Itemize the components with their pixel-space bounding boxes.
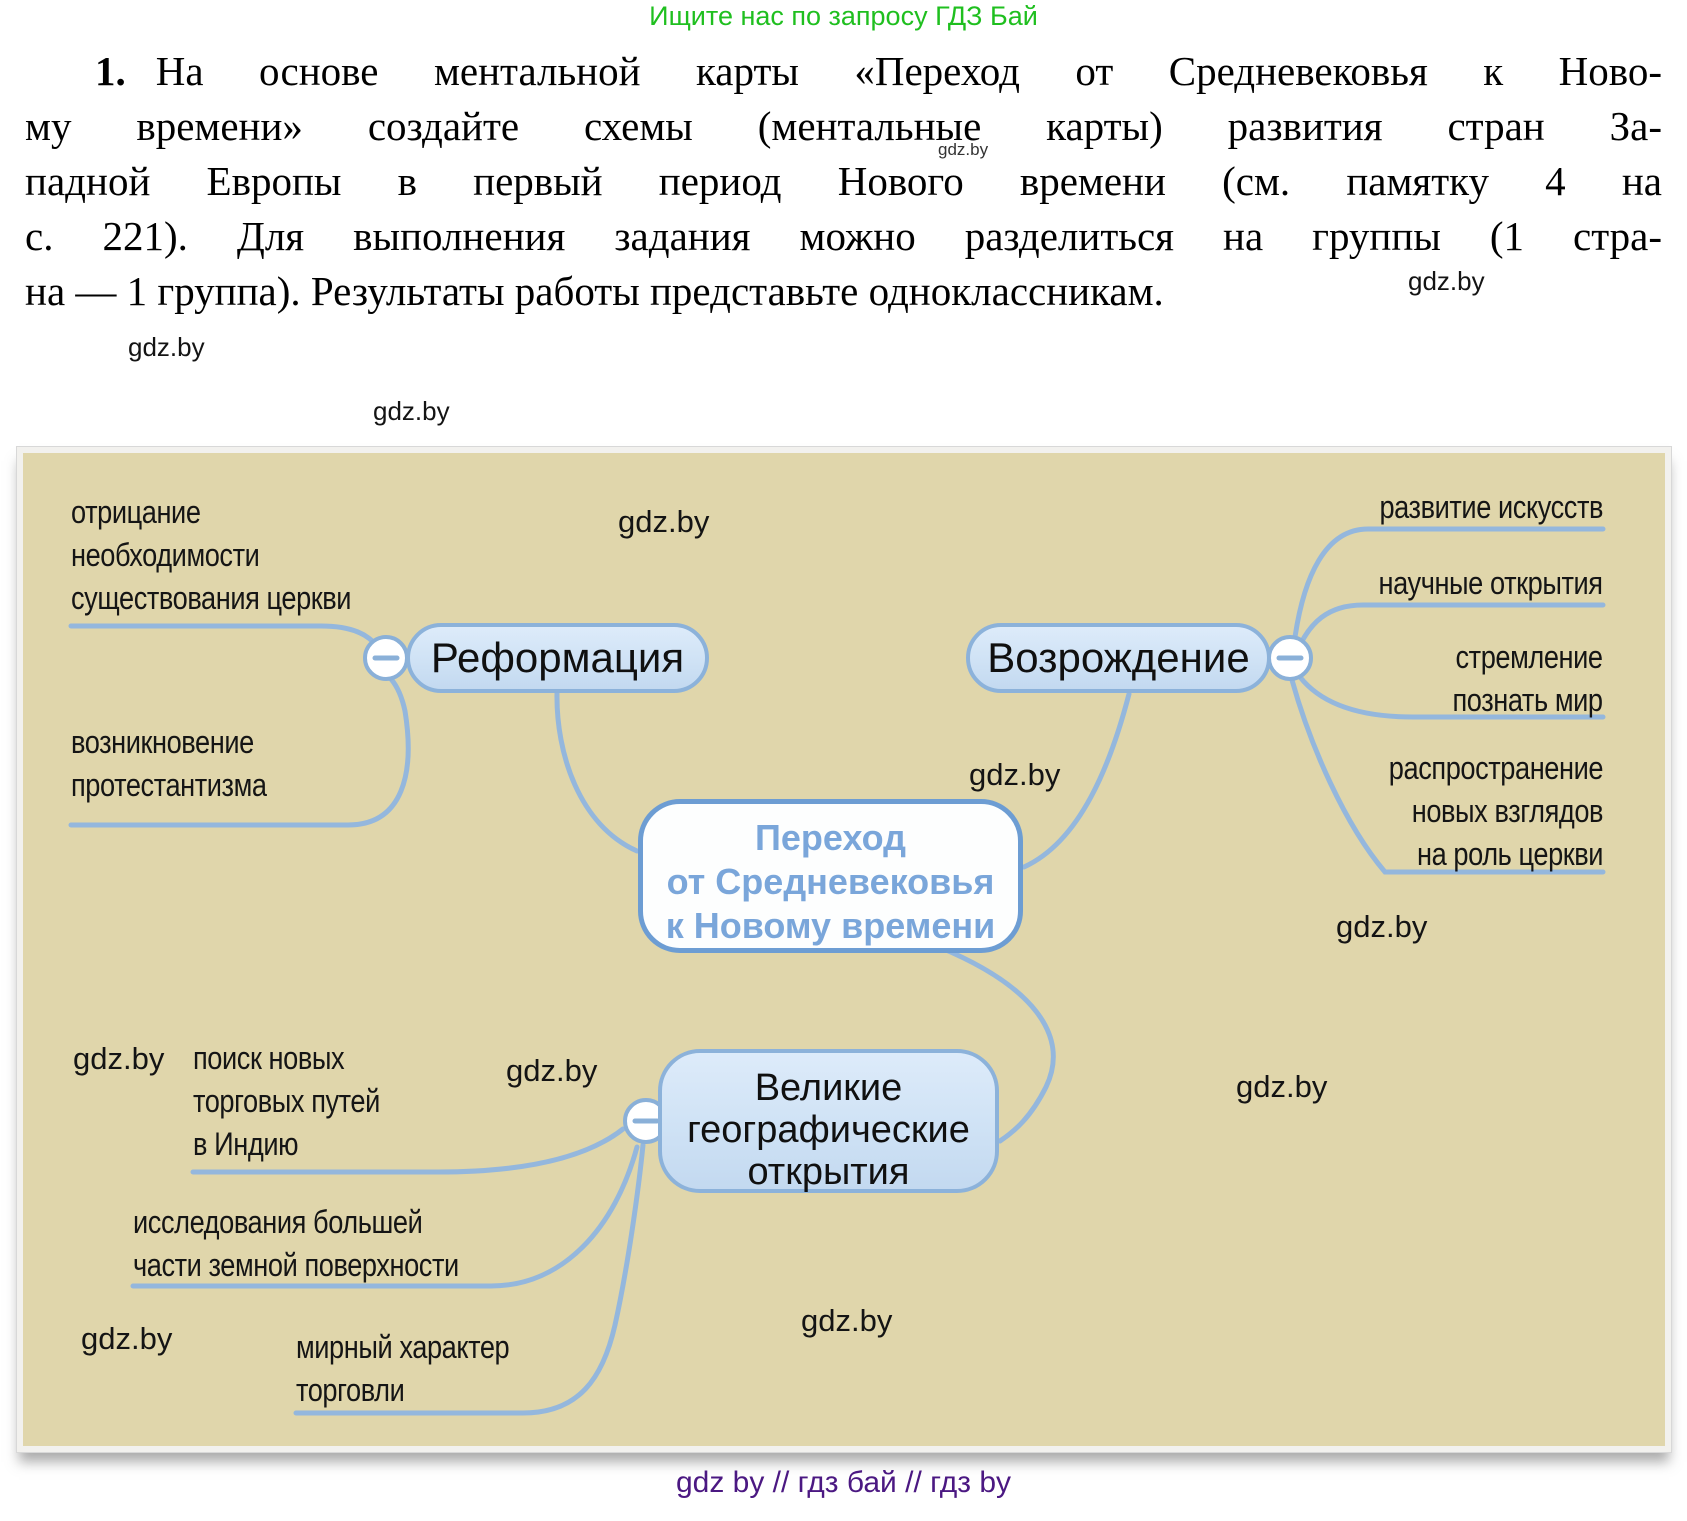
mindmap-frame: Реформация Возрождение Переход от Средне… <box>16 446 1672 1453</box>
watermark: gdz.by <box>618 504 710 539</box>
minus-collapse-icon <box>363 635 409 681</box>
branch-label-new-views: распространение новых взглядов на роль ц… <box>1388 750 1604 872</box>
watermark: gdz.by <box>81 1321 173 1356</box>
node-reformation: Реформация <box>406 623 709 693</box>
branch-label-trade-routes: поиск новых торговых путей в Индию <box>193 1040 380 1162</box>
branch-line <box>68 623 380 649</box>
footer-credits: gdz by // гдз бай // гдз by <box>675 1466 1012 1499</box>
task-paragraph: 1.На основе ментальной карты «Переход от… <box>25 44 1662 319</box>
branch-line <box>1021 691 1132 870</box>
branch-line <box>130 1144 640 1289</box>
branch-label-protestantism: возникновение протестантизма <box>71 724 267 803</box>
branch-label-science: научные открытия <box>1378 565 1603 601</box>
branch-label-know-world: стремление познать мир <box>1452 639 1604 718</box>
mindmap: Реформация Возрождение Переход от Средне… <box>23 453 1665 1446</box>
watermark: gdz.by <box>938 140 989 159</box>
task-number: 1. <box>95 48 126 94</box>
branch-line <box>190 1126 626 1175</box>
branch-line <box>1297 674 1606 720</box>
node-renaissance: Возрождение <box>966 623 1271 693</box>
task-line: с. 221). Для выполнения задания можно ра… <box>25 213 1662 259</box>
branch-line <box>68 676 411 828</box>
task-line: му времени» создайте схемы (ментальные к… <box>25 103 1662 149</box>
watermark: gdz.by <box>73 1041 165 1076</box>
minus-collapse-icon <box>1267 635 1313 681</box>
task-line: 1.На основе ментальной карты «Переход от… <box>95 48 1662 94</box>
branch-line <box>554 690 640 854</box>
branch-line <box>1297 602 1606 648</box>
watermark: gdz.by <box>506 1053 598 1088</box>
node-central: Переход от Средневековья к Новому времен… <box>638 799 1023 953</box>
watermark: gdz.by <box>1336 909 1428 944</box>
watermark: gdz.by <box>373 396 450 426</box>
watermark: gdz.by <box>1236 1069 1328 1104</box>
watermark: gdz.by <box>969 757 1061 792</box>
branch-line <box>1289 677 1606 875</box>
watermark: gdz.by <box>128 332 205 362</box>
branch-label-exploration: исследования большей части земной поверх… <box>133 1204 459 1283</box>
watermark: gdz.by <box>801 1303 893 1338</box>
watermark: gdz.by <box>1408 266 1485 296</box>
promo-text: Ищите нас по запросу ГДЗ Бай <box>649 1 1038 31</box>
branch-label-peaceful-trade: мирный характер торговли <box>296 1329 510 1408</box>
node-discoveries: Великие географические открытия <box>658 1049 999 1193</box>
branch-line <box>293 1142 646 1416</box>
branch-label-church-denial: отрицание необходимости существования це… <box>71 494 352 616</box>
branch-curves <box>68 526 1606 1416</box>
task-line: на — 1 группа). Результаты работы предст… <box>25 268 1164 314</box>
branch-label-arts: развитие искусств <box>1379 489 1603 525</box>
branch-line <box>1292 526 1606 640</box>
task-line: падной Европы в первый период Нового вре… <box>25 158 1662 204</box>
branch-line <box>936 944 1056 1144</box>
